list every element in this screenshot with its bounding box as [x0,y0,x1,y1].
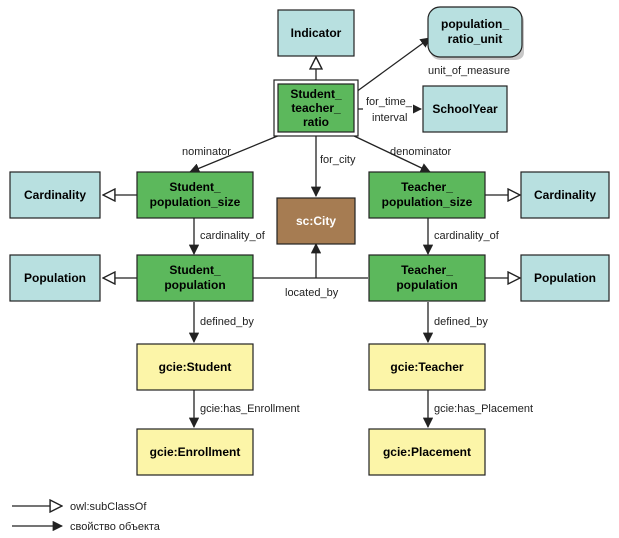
node-gcie-teacher-label: gcie:Teacher [390,360,463,374]
edge-labels: unit_of_measure for_time_ interval nomin… [182,65,533,415]
node-gcie-placement: gcie:Placement [368,428,486,476]
edges [103,37,520,429]
label-cardinality-of-left: cardinality_of [200,230,266,242]
node-city: sc:City [276,197,356,245]
node-school-year-label: SchoolYear [432,102,498,116]
node-cardinality-left-label: Cardinality [24,188,86,202]
node-student-population: Student_ population [136,254,254,302]
node-school-year: SchoolYear [422,85,508,133]
label-located-by: located_by [285,287,339,299]
node-population-left-label: Population [24,271,86,285]
node-teach-pop-line1: Teacher_ [401,263,453,277]
node-population-right-label: Population [534,271,596,285]
label-for-city: for_city [320,154,356,166]
label-has-enrollment: gcie:has_Enrollment [200,403,300,415]
node-gcie-placement-label: gcie:Placement [383,445,471,459]
node-stud-pop-line1: Student_ [169,263,221,277]
legend: owl:subClassOf свойство объекта [12,501,161,533]
label-defined-by-left: defined_by [200,316,254,328]
node-teacher-population: Teacher_ population [368,254,486,302]
node-ratio-line3: ratio [303,115,329,129]
node-ratio-line2: teacher_ [291,101,341,115]
node-cardinality-left: Cardinality [9,171,101,219]
node-ratio-unit-line2: ratio_unit [448,32,503,46]
label-denominator: denominator [390,146,451,158]
node-teach-pop-line2: population [396,278,457,292]
node-stud-pop-line2: population [164,278,225,292]
legend-subclass-label: owl:subClassOf [70,501,147,513]
node-ratio-unit: population_ ratio_unit [427,6,524,60]
node-gcie-student-label: gcie:Student [159,360,232,374]
node-stud-size-line1: Student_ [169,180,221,194]
edge-denominator [351,134,431,173]
node-gcie-enrollment: gcie:Enrollment [136,428,254,476]
node-student-population-size: Student_ population_size [136,171,254,219]
label-has-placement: gcie:has_Placement [434,403,533,415]
node-population-right: Population [520,254,610,302]
node-gcie-teacher: gcie:Teacher [368,343,486,391]
label-for-time-line2: interval [372,112,407,124]
node-student-teacher-ratio: Student_ teacher_ ratio [273,79,359,137]
node-gcie-enrollment-label: gcie:Enrollment [150,445,241,459]
node-cardinality-right: Cardinality [520,171,610,219]
node-indicator-label: Indicator [291,26,342,40]
node-ratio-line1: Student_ [290,87,342,101]
label-unit-of-measure: unit_of_measure [428,65,510,77]
node-ratio-unit-line1: population_ [441,17,509,31]
node-indicator: Indicator [277,9,355,57]
label-for-time-line1: for_time_ [366,96,413,108]
node-stud-size-line2: population_size [150,195,241,209]
label-defined-by-right: defined_by [434,316,488,328]
node-gcie-student: gcie:Student [136,343,254,391]
node-city-label: sc:City [296,214,336,228]
edge-nominator [189,134,281,174]
node-population-left: Population [9,254,101,302]
edge-unit-of-measure [355,37,431,93]
node-teacher-population-size: Teacher_ population_size [368,171,486,219]
legend-property-label: свойство объекта [70,521,161,533]
node-teach-size-line1: Teacher_ [401,180,453,194]
node-cardinality-right-label: Cardinality [534,188,596,202]
label-nominator: nominator [182,146,231,158]
node-teach-size-line2: population_size [382,195,473,209]
label-cardinality-of-right: cardinality_of [434,230,500,242]
